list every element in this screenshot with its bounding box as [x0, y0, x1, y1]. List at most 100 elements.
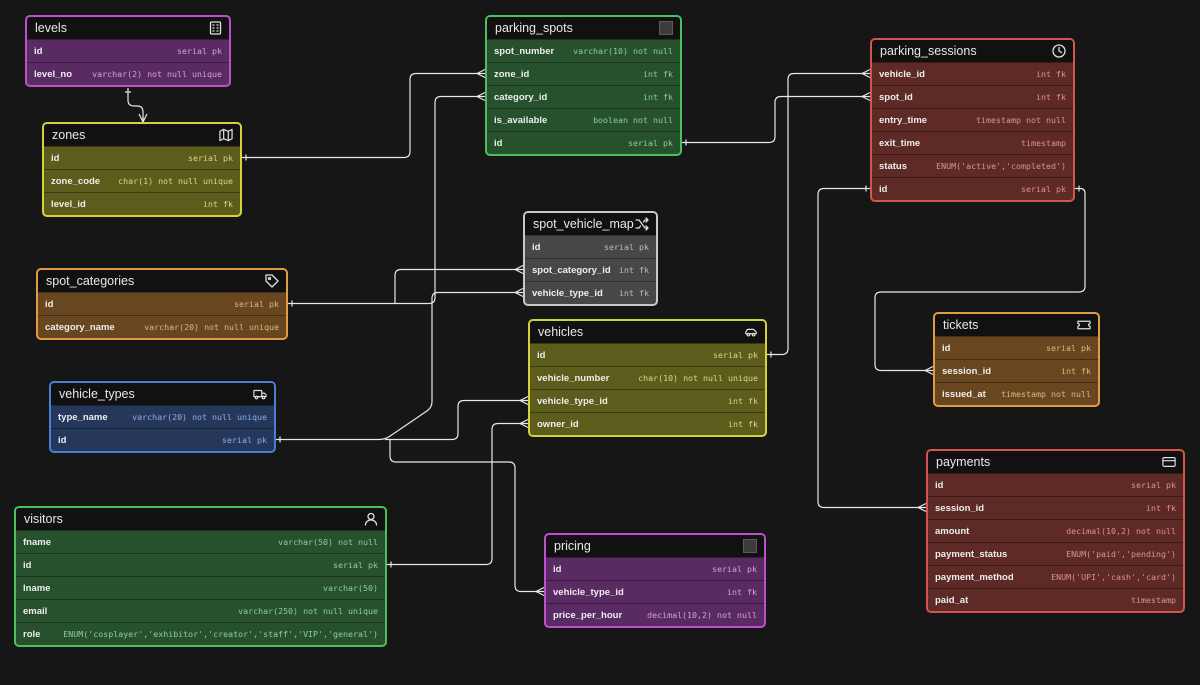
square-icon — [743, 539, 757, 553]
column-name: role — [23, 628, 41, 640]
table-header[interactable]: visitors — [16, 508, 385, 530]
column-type: int — [643, 92, 658, 102]
column-constraint: fk — [748, 396, 758, 406]
column-constraint: fk — [1166, 503, 1176, 513]
column-type: timestamp — [1001, 389, 1047, 399]
table-header[interactable]: spot_categories — [38, 270, 286, 292]
column-name: vehicle_number — [537, 372, 610, 384]
column-name: spot_id — [879, 91, 913, 103]
table-header[interactable]: tickets — [935, 314, 1098, 336]
column-name: spot_category_id — [532, 264, 611, 276]
column-type: serial — [628, 138, 658, 148]
table-name: pricing — [554, 539, 591, 553]
column-name: id — [34, 45, 43, 57]
table-header[interactable]: levels — [27, 17, 229, 39]
relation-many-marker — [861, 91, 871, 102]
column-name: level_no — [34, 68, 73, 80]
relation-many-marker — [514, 264, 524, 275]
column-type: varchar(20) — [132, 412, 188, 422]
column-constraint: not null unique — [158, 176, 233, 186]
table-header[interactable]: zones — [44, 124, 240, 146]
column-name: level_id — [51, 198, 86, 210]
column-constraint: not null unique — [683, 373, 758, 383]
column-constraint: pk — [639, 242, 649, 252]
column-name: price_per_hour — [553, 609, 623, 621]
table-header[interactable]: vehicles — [530, 321, 765, 343]
column-type: int — [619, 265, 634, 275]
table-header[interactable]: payments — [928, 451, 1183, 473]
card-icon — [1162, 455, 1176, 469]
column-name: vehicle_type_id — [553, 586, 624, 598]
column-constraint: not null — [633, 115, 673, 125]
table-header[interactable]: parking_sessions — [872, 40, 1073, 62]
relation-line — [385, 399, 528, 441]
column-type: int — [619, 288, 634, 298]
clock-icon — [1052, 44, 1066, 58]
column-name: fname — [23, 536, 51, 548]
table-header[interactable]: pricing — [546, 535, 764, 557]
relation-line — [394, 268, 523, 304]
table-header[interactable]: vehicle_types — [51, 383, 274, 405]
table-header[interactable]: parking_spots — [487, 17, 680, 39]
table-header[interactable]: spot_vehicle_map — [525, 213, 656, 235]
tag-icon — [265, 274, 279, 288]
column-type: int — [1061, 366, 1076, 376]
